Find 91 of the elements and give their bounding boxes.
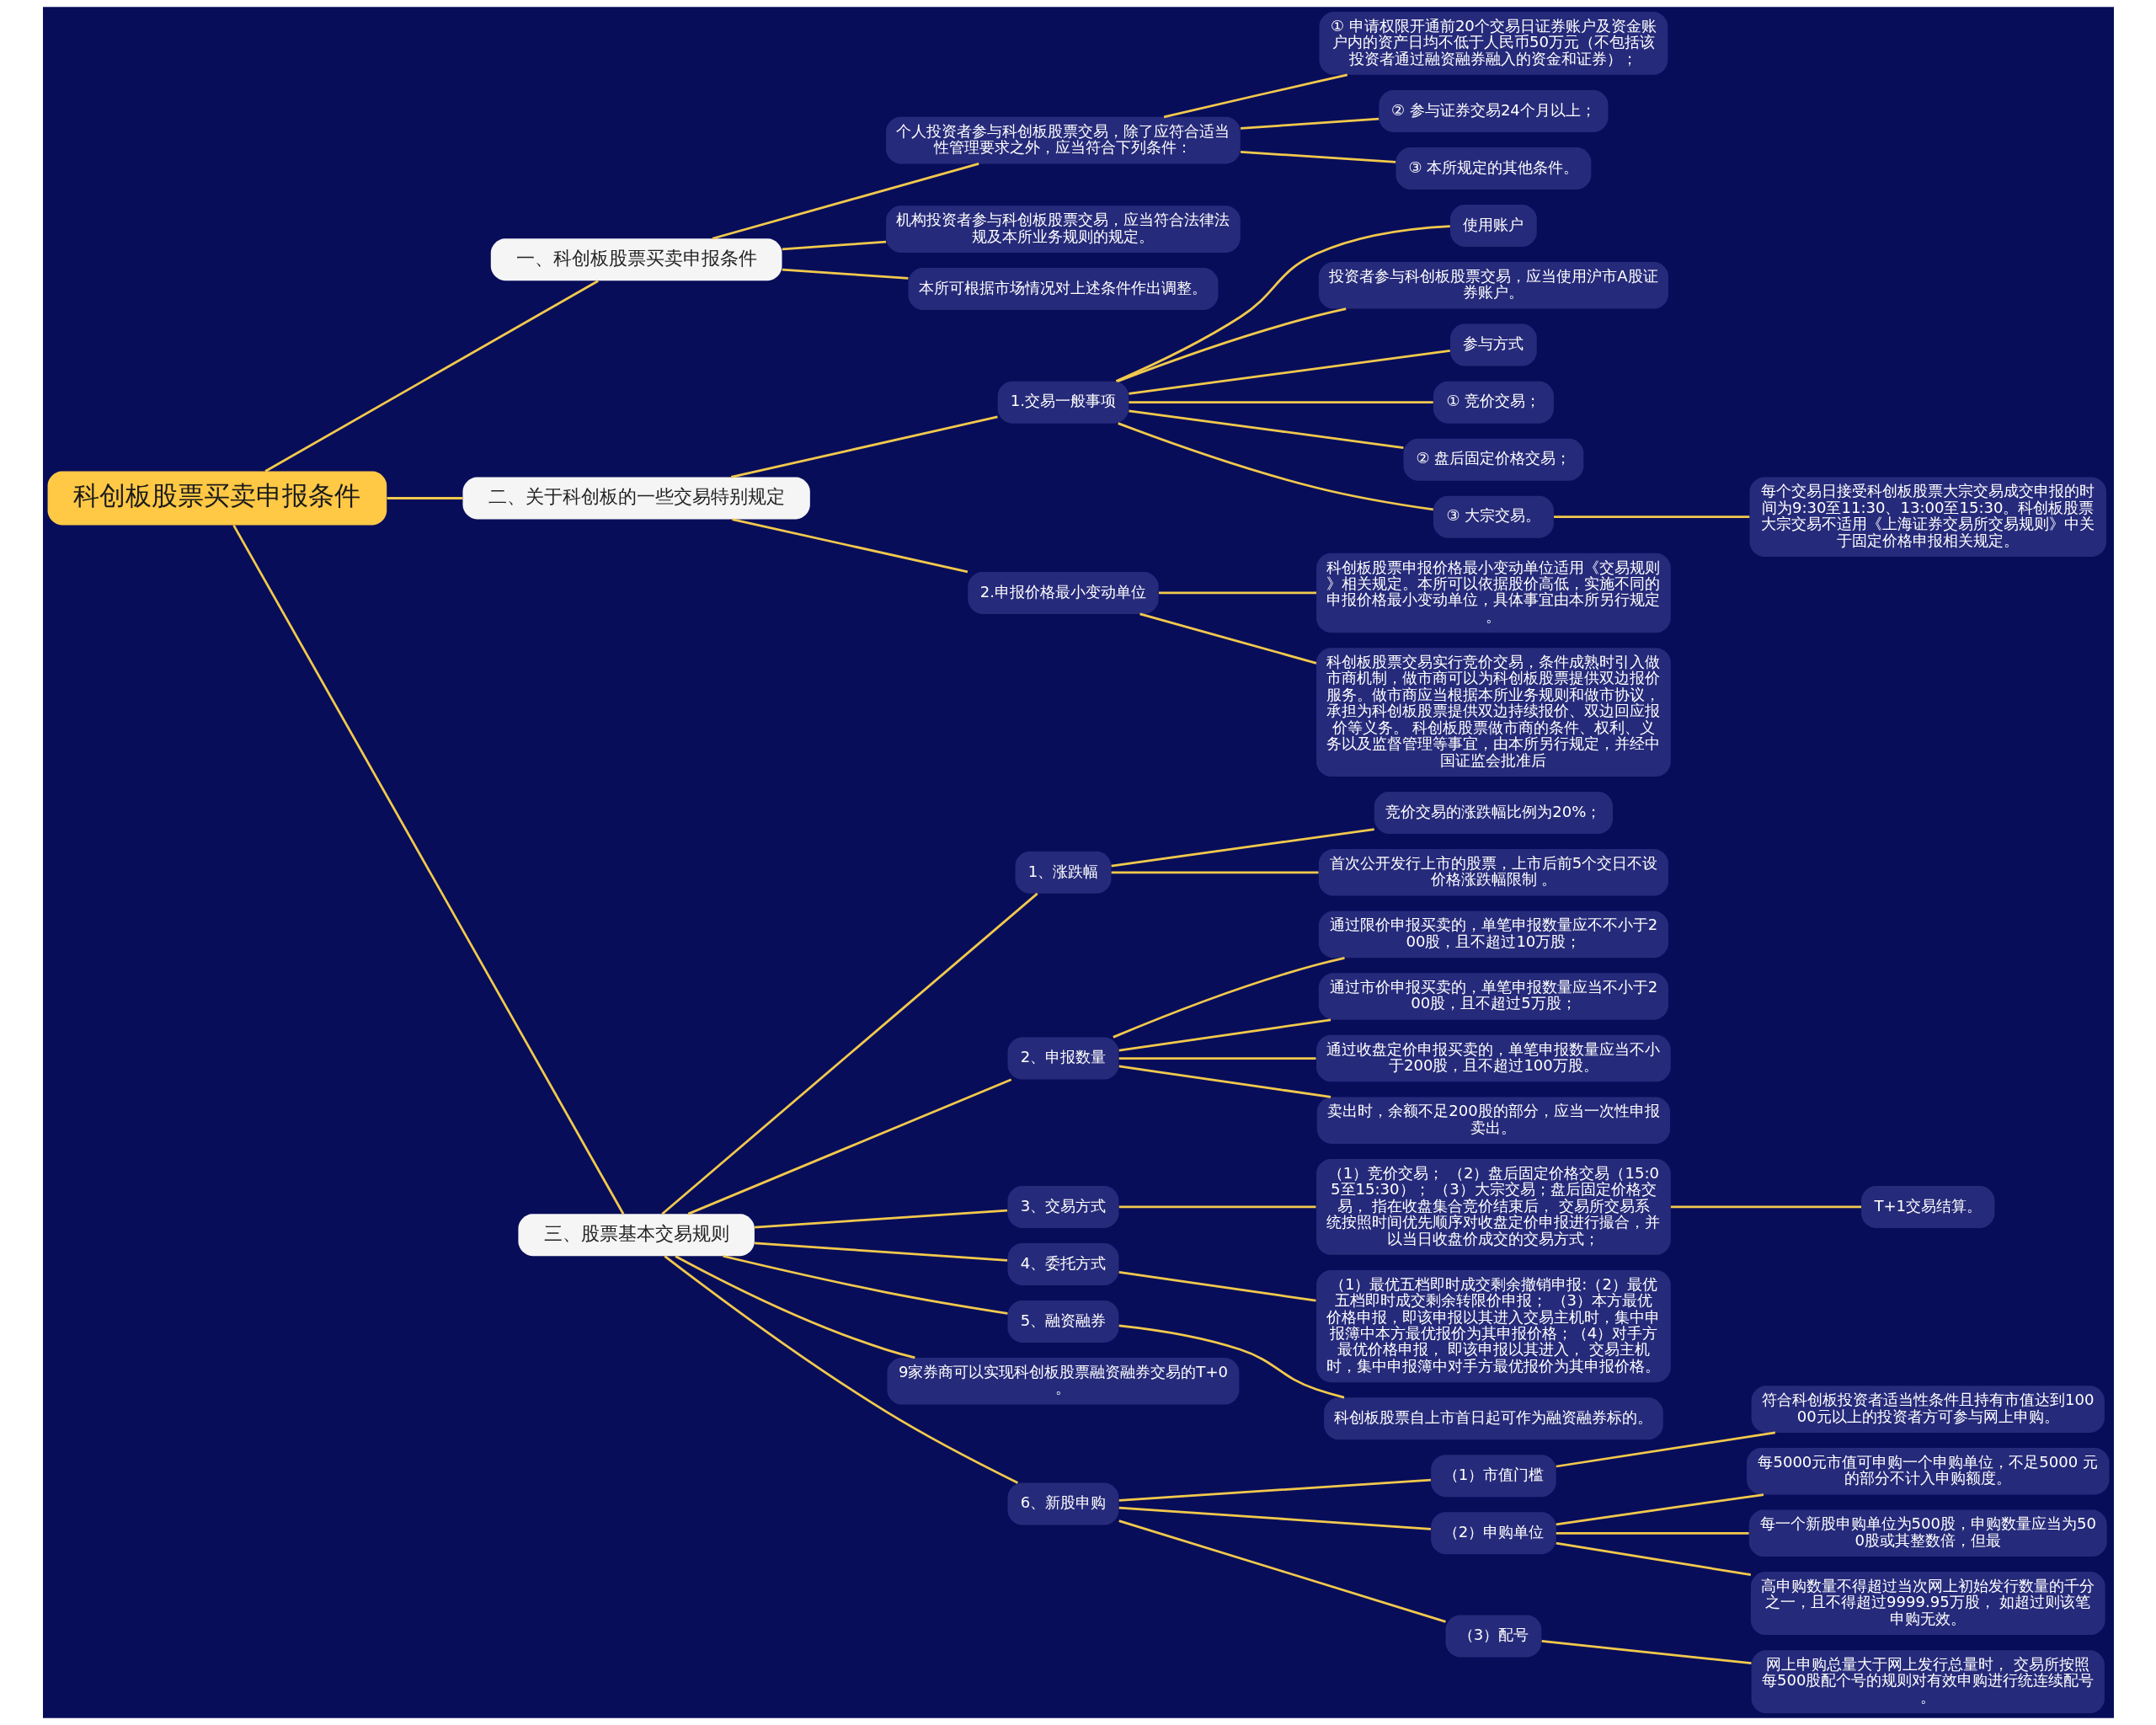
connector xyxy=(1556,1493,1764,1526)
node-box: 机构投资者参与科创板股票交易，应当符合法律法规及本所业务规则的规定。 xyxy=(885,206,1241,253)
connector xyxy=(754,1209,1007,1229)
connector xyxy=(1128,401,1433,403)
node-box: 二、关于科创板的一些交易特别规定 xyxy=(462,477,810,520)
node-box: ① 申请权限开通前20个交易日证券账户及资金账户内的资产日均不低于人民币50万元（不包括该投资者通过融资融券融入的资金和证券）； xyxy=(1319,11,1668,75)
node-box: ① 竞价交易； xyxy=(1433,381,1554,424)
connector xyxy=(782,268,908,280)
node-box: T+1交易结算。 xyxy=(1860,1185,1994,1228)
node-box: 个人投资者参与科创板股票交易，除了应符合适当性管理要求之外，应当符合下列条件： xyxy=(885,116,1241,164)
connector xyxy=(1240,117,1379,130)
node-box: （1）竞价交易； （2）盘后固定价格交易（15:05至15:30）； （3）大宗交易；盘后固定价格交易， 指在收盘集合竞价结束后， 交易所交易系统按照时间优先顺序对收盘定价申报进行撮合，并以当日收盘价成交的交易方式； xyxy=(1315,1159,1671,1255)
node-box: 3、交易方式 xyxy=(1007,1185,1118,1228)
connector xyxy=(1541,1640,1752,1665)
node-box: 参与方式 xyxy=(1449,323,1537,366)
connector xyxy=(754,1242,1007,1262)
node-box: 科创板股票交易实行竞价交易，条件成熟时引入做市商机制，做市商可以为科创板股票提供双边报价服务。做市商应当根据本所业务规则和做市协议，承担为科创板股票提供双边持续报价、双边回应报价等义务。 科创板股票做市商的条件、权利、义务以及监督管理等事宜，由本所另行规定，并经中国证监会批准后 xyxy=(1315,648,1671,777)
node-box: （2）申购单位 xyxy=(1430,1512,1556,1555)
connector xyxy=(232,524,624,1215)
connector xyxy=(1128,349,1450,395)
connector xyxy=(1118,1506,1431,1530)
connector xyxy=(660,892,1038,1215)
node-box: 三、股票基本交易规则 xyxy=(517,1214,755,1257)
node-box: （1）市值门槛 xyxy=(1430,1455,1556,1498)
node-box: （1）最优五档即时成交剩余撤销申报:（2）最优五档即时成交剩余转限价申报； （3）本方最优价格申报，即该申报以其进入交易主机时，集中申报簿中本方最优报价为其申报价格；（4）对手方最优价格申报， 即该申报以其进入， 交易主机时，集中申报簿中对手方最优报价为其申报价格。 xyxy=(1315,1269,1671,1383)
connector xyxy=(1158,591,1316,595)
connector xyxy=(1556,1541,1751,1577)
connector xyxy=(782,240,886,251)
connector xyxy=(1553,515,1749,519)
node-box: 使用账户 xyxy=(1449,205,1537,247)
node-box: 通过收盘定价申报买卖的，单笔申报数量应当不小于200股，且不超过100万股。 xyxy=(1315,1034,1671,1082)
connector xyxy=(1556,1431,1775,1468)
node-box: ② 盘后固定价格交易； xyxy=(1403,438,1583,481)
node-box: 6、新股申购 xyxy=(1007,1482,1118,1525)
node-box: 符合科创板投资者适当性条件且持有市值达到10000元以上的投资者方可参与网上申购。 xyxy=(1751,1386,2105,1433)
node-box: 1.交易一般事项 xyxy=(997,381,1129,424)
connector xyxy=(1111,871,1318,874)
node-box: ③ 本所规定的其他条件。 xyxy=(1395,147,1591,190)
node-box: 2.申报价格最小变动单位 xyxy=(967,571,1159,614)
node-box: 每个交易日接受科创板股票大宗交易成交申报的时间为9:30至11:30、13:00至15:30。科创板股票大宗交易不适用《上海证券交易所交易规则》中关于固定价格申报相关规定。 xyxy=(1749,477,2106,557)
node-box: 2、申报数量 xyxy=(1007,1037,1118,1080)
connector xyxy=(1118,1205,1315,1209)
connector xyxy=(1118,1018,1331,1052)
connector xyxy=(1117,307,1347,382)
node-box: 每5000元市值可申购一个申购单位，不足5000 元的部分不计入申购额度。 xyxy=(1746,1447,2109,1495)
connector xyxy=(1117,422,1433,511)
node-box: 一、科创板股票买卖申报条件 xyxy=(490,238,782,281)
node-box: （3）配号 xyxy=(1445,1615,1541,1658)
node-box: 高申购数量不得超过当次网上初始发行数量的千分之一，且不得超过9999.95万股， 如超过则该笔申购无效。 xyxy=(1750,1572,2105,1636)
node-box: 本所可根据市场情况对上述条件作出调整。 xyxy=(908,267,1218,310)
connector xyxy=(1112,956,1345,1039)
connector xyxy=(1128,409,1404,449)
connector xyxy=(264,280,599,473)
connector xyxy=(730,415,998,478)
connector xyxy=(674,1255,915,1359)
connector xyxy=(1118,1065,1331,1098)
connector xyxy=(1118,1324,1344,1399)
node-box: 每一个新股申购单位为500股，申购数量应当为500股或其整数倍，但最 xyxy=(1748,1509,2107,1557)
connector xyxy=(1240,150,1396,163)
node-box: 首次公开发行上市的股票，上市后前5个交日不设价格涨跌幅限制 。 xyxy=(1318,849,1668,896)
connector xyxy=(1139,612,1316,665)
node-box: 竞价交易的涨跌幅比例为20%； xyxy=(1374,792,1613,834)
connector xyxy=(1118,1519,1446,1623)
connector xyxy=(1118,1478,1431,1502)
node-box: 通过限价申报买卖的，单笔申报数量应不不小于200股，且不超过10万股； xyxy=(1318,911,1668,959)
node-box: 5、融资融券 xyxy=(1007,1300,1118,1343)
node-box: 投资者参与科创板股票交易，应当使用沪市A股证券账户。 xyxy=(1318,262,1668,309)
node-box: 科创板股票买卖申报条件 xyxy=(47,471,387,526)
connector xyxy=(1670,1205,1861,1209)
connector xyxy=(1111,828,1374,868)
node-box: ② 参与证券交易24个月以上； xyxy=(1378,89,1608,132)
node-box: 通过市价申报买卖的，单笔申报数量应当不小于200股，且不超过5万股； xyxy=(1318,973,1668,1020)
connector xyxy=(1118,1270,1316,1302)
connector xyxy=(1163,73,1348,119)
node-box: 9家券商可以实现科创板股票融资融券交易的T+0。 xyxy=(887,1358,1239,1405)
node-box: 卖出时，余额不足200股的部分，应当一次性申报卖出。 xyxy=(1316,1097,1670,1144)
connector xyxy=(712,163,979,240)
node-box: 4、委托方式 xyxy=(1007,1242,1118,1285)
connector xyxy=(387,497,462,499)
connector xyxy=(1115,225,1450,382)
connector xyxy=(1556,1531,1749,1535)
node-box: 1、涨跌幅 xyxy=(1015,851,1111,894)
node-box: 网上申购总量大于网上发行总量时， 交易所按照每500股配个号的规则对有效申购进行统连续配号。 xyxy=(1751,1650,2105,1714)
connector xyxy=(731,518,968,574)
connector xyxy=(663,1255,1018,1484)
connector xyxy=(687,1078,1011,1215)
connector xyxy=(1118,1057,1315,1060)
node-box: 科创板股票自上市首日起可作为融资融券标的。 xyxy=(1323,1397,1663,1440)
node-box: ③ 大宗交易。 xyxy=(1433,495,1554,538)
node-box: 科创板股票申报价格最小变动单位适用《交易规则》相关规定。本所可以依据股价高低，实施不同的申报价格最小变动单位，具体事宜由本所另行规定。 xyxy=(1315,553,1671,633)
connector xyxy=(722,1254,1008,1315)
